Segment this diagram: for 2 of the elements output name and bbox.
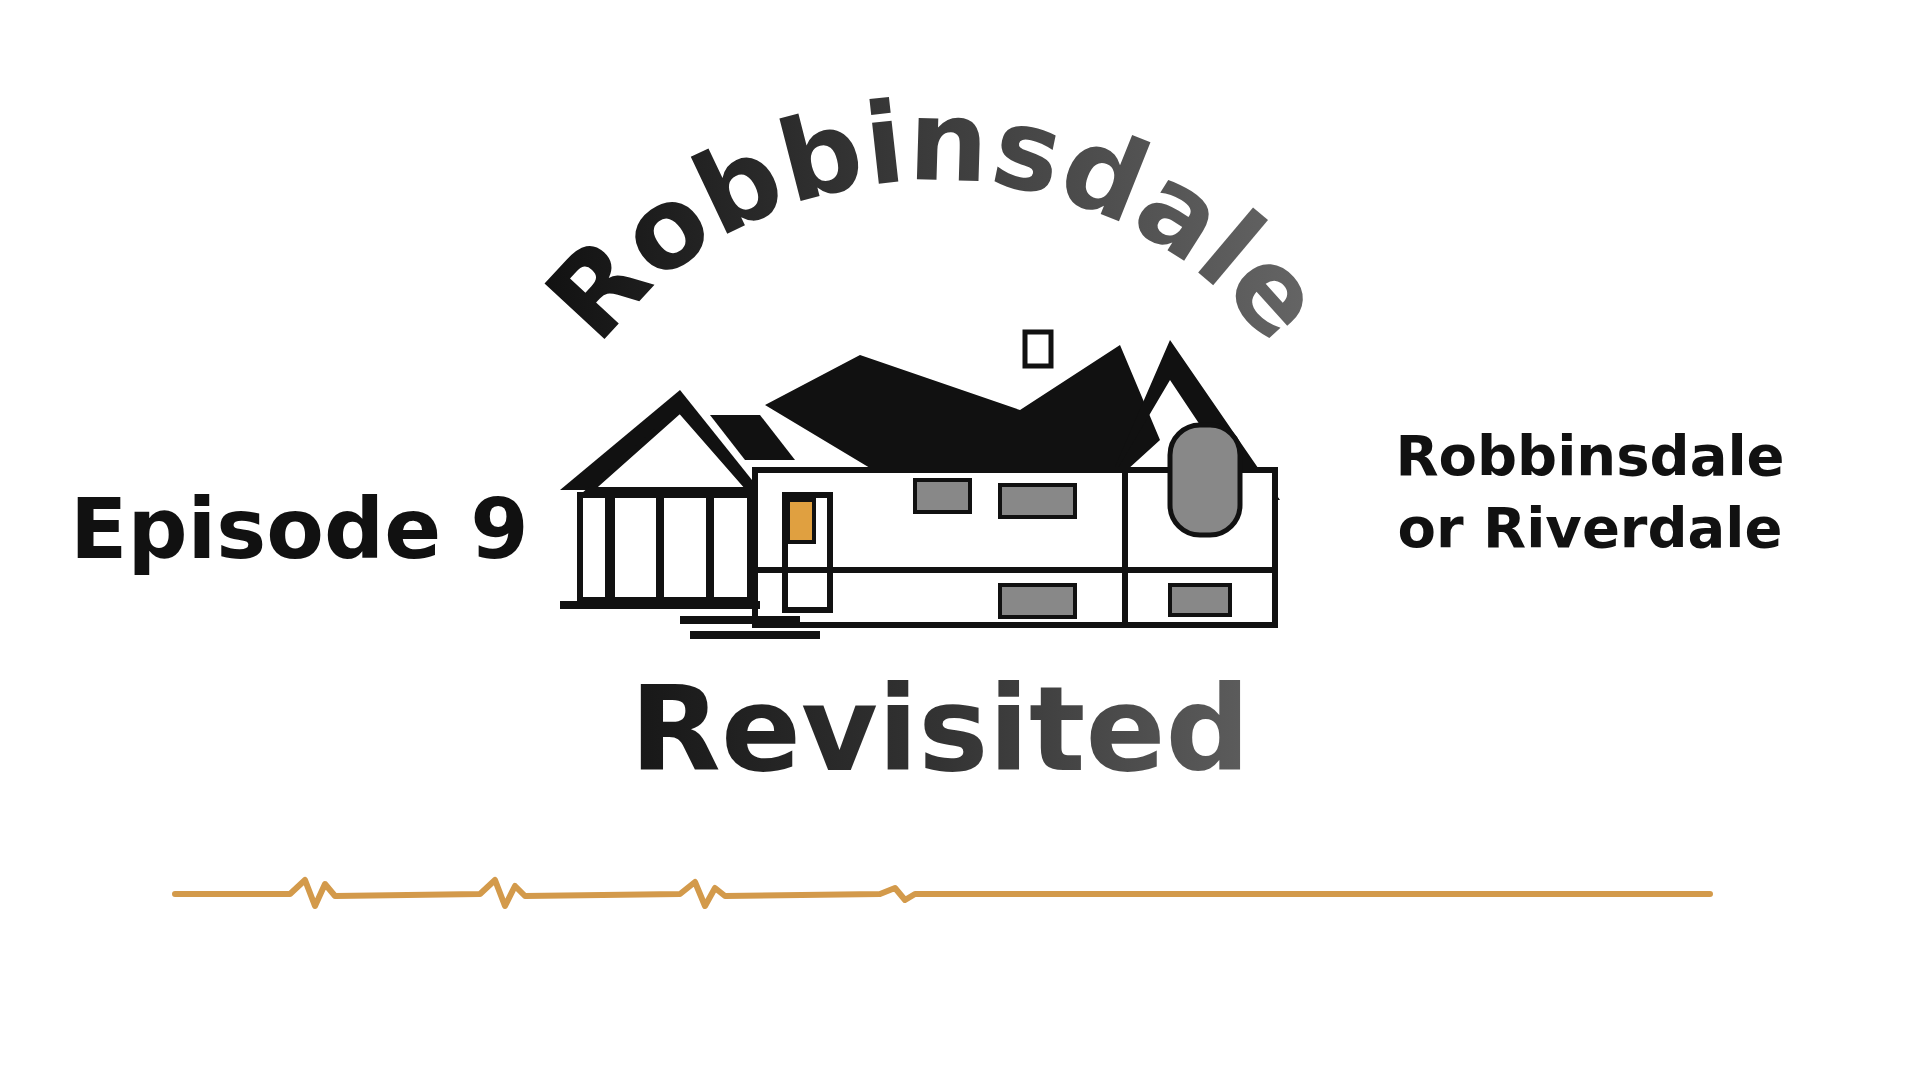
episode-title: Robbinsdale or Riverdale	[1394, 422, 1786, 562]
episode-number: Episode 9	[70, 480, 529, 578]
